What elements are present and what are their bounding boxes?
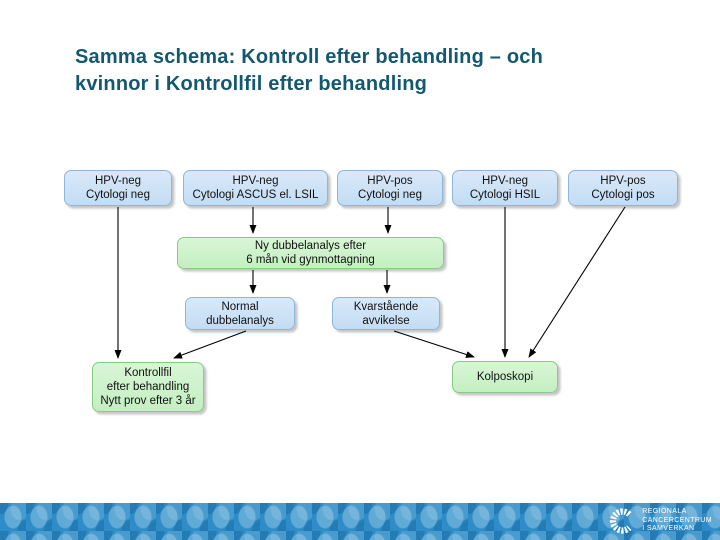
node-hpv-neg-ascus-lsil: HPV-neg Cytologi ASCUS el. LSIL bbox=[183, 170, 328, 206]
node-normal-dubbelanalys: Normal dubbelanalys bbox=[185, 297, 295, 330]
arrow-kvarstaende-to-kolposkopi bbox=[393, 330, 475, 358]
node-kvarstaende-avvikelse: Kvarstående avvikelse bbox=[332, 297, 440, 330]
node-hpv-neg-cytologi-neg: HPV-neg Cytologi neg bbox=[64, 170, 172, 206]
arrow-normal-to-kontrollfil bbox=[173, 330, 247, 359]
slide-title: Samma schema: Kontroll efter behandling … bbox=[75, 46, 543, 95]
node-hpv-neg-hsil: HPV-neg Cytologi HSIL bbox=[452, 170, 558, 206]
arrow-hpvpospos-to-kolposkopi bbox=[528, 206, 626, 358]
node-ny-dubbelanalys: Ny dubbelanalys efter 6 mån vid gynmotta… bbox=[177, 237, 444, 269]
node-kolposkopi: Kolposkopi bbox=[452, 361, 558, 393]
node-hpv-pos-cytologi-pos: HPV-pos Cytologi pos bbox=[568, 170, 678, 206]
rcc-logo: Regionala Cancercentrum i Samverkan bbox=[607, 506, 712, 536]
node-hpv-pos-cytologi-neg: HPV-pos Cytologi neg bbox=[337, 170, 443, 206]
node-kontrollfil: Kontrollfil efter behandling Nytt prov e… bbox=[92, 362, 204, 412]
footer-band: Regionala Cancercentrum i Samverkan bbox=[0, 503, 720, 540]
rcc-logo-icon bbox=[610, 508, 632, 534]
rcc-logo-text: Regionala Cancercentrum i Samverkan bbox=[642, 508, 712, 533]
